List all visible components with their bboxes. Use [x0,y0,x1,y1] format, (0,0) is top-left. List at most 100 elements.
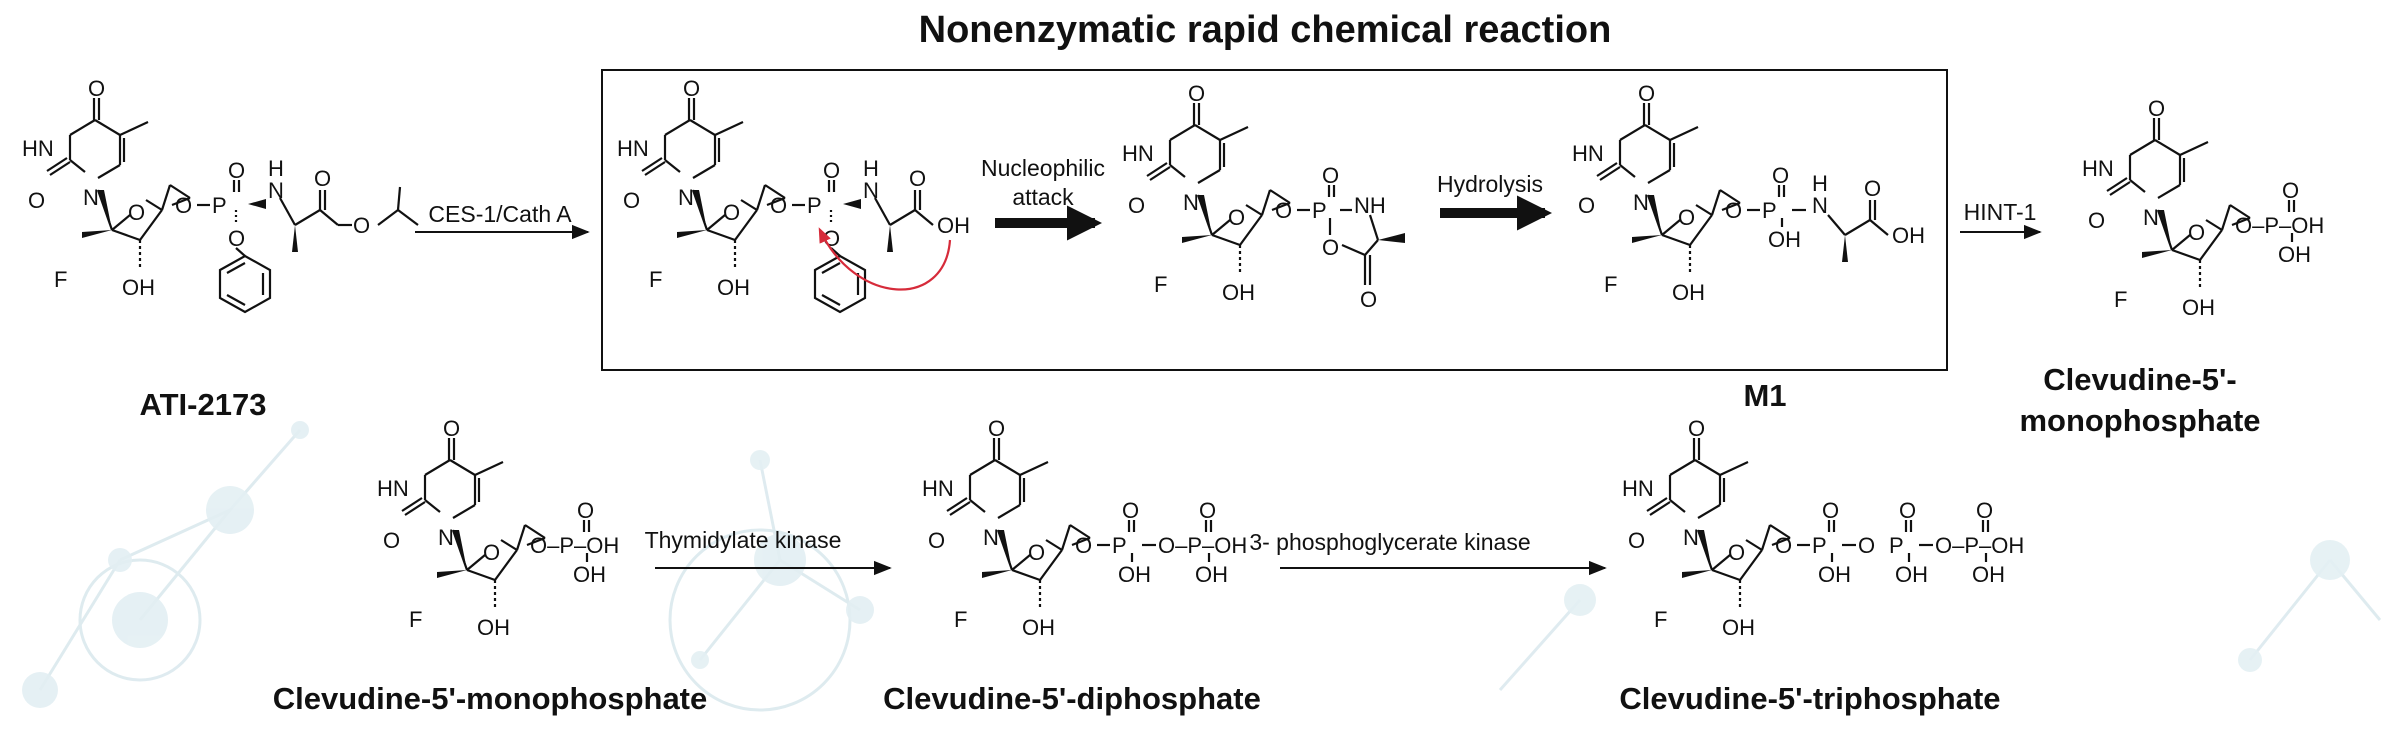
atom-label: OH [1195,562,1228,587]
atom-label: O [823,158,840,183]
molecule-clevudine-dp: O HN O N O F OH O P O OH O–P–OH O OH [922,416,1247,640]
label-clevudine-mp-top-2: monophosphate [2019,403,2260,438]
atom-label: OH [1672,280,1705,305]
label-clevudine-tp: Clevudine-5'-triphosphate [1619,681,2000,716]
atom-label: N [863,178,879,203]
atom-label: N [678,185,694,210]
atom-label: OH [477,615,510,640]
atom-label: O [1028,540,1045,565]
atom-label: O [1360,287,1377,312]
atom-label: O [175,193,192,218]
molecule-m1: O HN O N O F OH O P O OH H N O OH [1572,81,1925,305]
arrow-label-ces1: CES-1/Cath A [428,201,572,227]
atom-label: OH [1892,223,1925,248]
atom-label: N [438,525,454,550]
atom-label: F [54,267,67,292]
atom-label: O [1678,205,1695,230]
atom-label: O [1322,235,1339,260]
title: Nonenzymatic rapid chemical reaction [919,9,1612,51]
atom-label: O [1725,198,1742,223]
atom-label: HN [1122,141,1154,166]
atom-label: O [723,200,740,225]
atom-label: O [1122,498,1139,523]
molecule-clevudine-tp: O HN O N O F OH O P O OH O P O OH O–P–OH… [1622,416,2024,640]
atom-label: O [1772,163,1789,188]
arrow-label-hint1: HINT-1 [1964,199,2037,225]
attack-arrow [818,227,952,291]
molecule-cyclic-intermediate: O HN O N O F OH O P O NH O O [1122,81,1405,312]
atom-label: O [770,193,787,218]
arrow-label-attack: attack [1012,184,1074,210]
atom-label: O [1275,198,1292,223]
atom-label: O [88,76,105,101]
atom-label: OH [2182,295,2215,320]
atom-label: OH [1118,562,1151,587]
atom-label: OH [1895,562,1928,587]
atom-label: O [683,76,700,101]
atom-label: O [483,540,500,565]
atom-label: N [983,525,999,550]
atom-label: O [28,188,45,213]
atom-label: P [1889,533,1904,558]
atom-label: O [928,528,945,553]
atom-label: OH [937,213,970,238]
atom-label: O [1976,498,1993,523]
atom-label: OH [717,275,750,300]
atom-label: O [1688,416,1705,441]
atom-label: O–P–OH [1935,533,2024,558]
atom-label: O [1578,193,1595,218]
atom-label: OH [1022,615,1055,640]
atom-label: F [409,607,422,632]
atom-label: O [1322,163,1339,188]
atom-label: N [1633,190,1649,215]
atom-label: OH [1972,562,2005,587]
reaction-box [601,69,1948,371]
atom-label: F [1654,607,1667,632]
atom-label: O [988,416,1005,441]
arrow-label-nucleophilic: Nucleophilic [981,155,1105,181]
atom-label: OH [1222,280,1255,305]
atom-label: O [1858,533,1875,558]
atom-label: O [383,528,400,553]
arrow-label-hydrolysis: Hydrolysis [1437,171,1543,197]
atom-label: O–P–OH [1158,533,1247,558]
atom-label: O [353,213,370,238]
atom-label: H [1812,171,1828,196]
atom-label: N [268,178,284,203]
atom-label: NH [1354,193,1386,218]
atom-label: O [1775,533,1792,558]
atom-label: HN [22,136,54,161]
atom-label: F [649,267,662,292]
molecule-clevudine-mp-top: O HN O N O F OH O–P–OH O OH [2082,96,2324,320]
atom-label: O [2088,208,2105,233]
atom-label: O [314,166,331,191]
arrow-label-thymidylate: Thymidylate kinase [645,527,842,553]
atom-label: O [1075,533,1092,558]
atom-label: P [807,193,822,218]
label-clevudine-mp-top-1: Clevudine-5'- [2043,362,2236,397]
atom-label: O [623,188,640,213]
atom-label: P [1812,533,1827,558]
atom-label: N [1812,193,1828,218]
atom-label: O–P–OH [2235,213,2324,238]
atom-label: O [1899,498,1916,523]
atom-label: F [1604,272,1617,297]
label-m1: M1 [1743,378,1786,413]
atom-label: OH [122,275,155,300]
atom-label: OH [1722,615,1755,640]
atom-label: O [1638,81,1655,106]
atom-label: O–P–OH [530,533,619,558]
atom-label: H [863,156,879,181]
atom-label: N [1683,525,1699,550]
molecule-ati-2173: O HN O N O F OH O [22,76,419,314]
atom-label: F [954,607,967,632]
atom-label: F [2114,287,2127,312]
atom-label: O [1228,205,1245,230]
atom-label: O [2282,178,2299,203]
arrow-label-3pg: 3- phosphoglycerate kinase [1249,529,1530,555]
atom-label: O [228,226,245,251]
atom-label: OH [573,562,606,587]
atom-label: O [2188,220,2205,245]
